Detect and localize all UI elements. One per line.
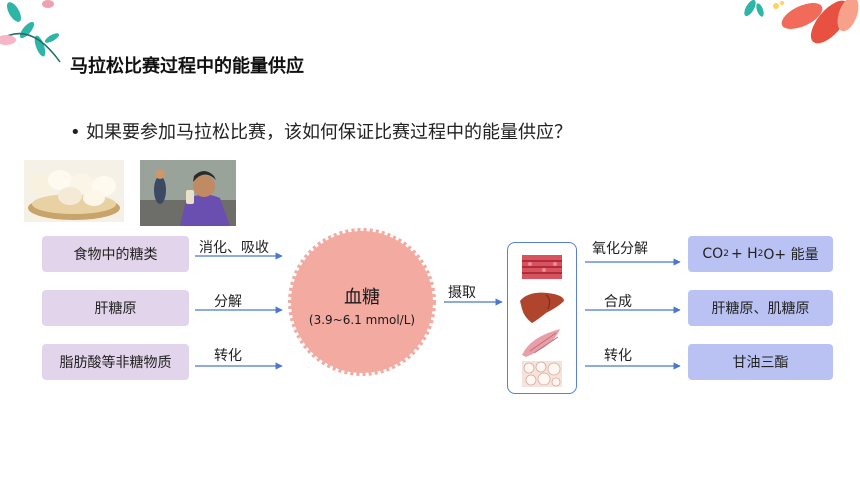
dest-h-text: + H: [730, 246, 758, 262]
skeletal-muscle-icon: [522, 329, 560, 357]
bread-photo: [24, 160, 124, 222]
blood-sugar-label: 血糖 (3.9~6.1 mmol/L): [292, 283, 432, 327]
leaf-decoration-right: [744, 0, 859, 44]
question-text: 如果要参加马拉松比赛，该如何保证比赛过程中的能量供应？: [86, 122, 572, 143]
question-bullet: •如果要参加马拉松比赛，该如何保证比赛过程中的能量供应？: [70, 118, 572, 144]
bullet-marker: •: [70, 122, 81, 143]
label-convert-in: 转化: [214, 348, 242, 364]
blood-sugar-node: [288, 228, 436, 376]
dest-co2-text: CO: [702, 246, 724, 262]
tissues-panel: [507, 242, 577, 394]
blood-sugar-range: (3.9~6.1 mmol/L): [308, 313, 416, 327]
liver-icon: [520, 292, 564, 323]
label-digest-absorb: 消化、吸收: [199, 240, 269, 256]
source-liver-glycogen: 肝糖原: [42, 290, 189, 326]
dest-energy-text: O+ 能量: [763, 247, 819, 263]
dest-h2o-sub: 2: [757, 249, 764, 259]
dest-co2-sub: 2: [723, 249, 729, 259]
label-decompose: 分解: [214, 294, 242, 310]
label-convert-out: 转化: [604, 348, 632, 364]
source-non-sugar-substances: 脂肪酸等非糖物质: [42, 344, 189, 380]
blood-sugar-title: 血糖: [344, 287, 380, 308]
label-uptake: 摄取: [448, 285, 476, 301]
dest-glycogen: 肝糖原、肌糖原: [688, 290, 833, 326]
source-food-carbohydrates: 食物中的糖类: [42, 236, 189, 272]
label-synthesis: 合成: [604, 294, 632, 310]
fat-tissue-icon: [522, 361, 562, 387]
label-oxidation: 氧化分解: [592, 241, 648, 257]
leaf-decoration-left: [0, 0, 61, 63]
runner-photo: [140, 160, 236, 226]
muscle-tissue-icon: [522, 255, 562, 279]
page-title: 马拉松比赛过程中的能量供应: [70, 56, 304, 77]
dest-triglyceride: 甘油三酯: [688, 344, 833, 380]
